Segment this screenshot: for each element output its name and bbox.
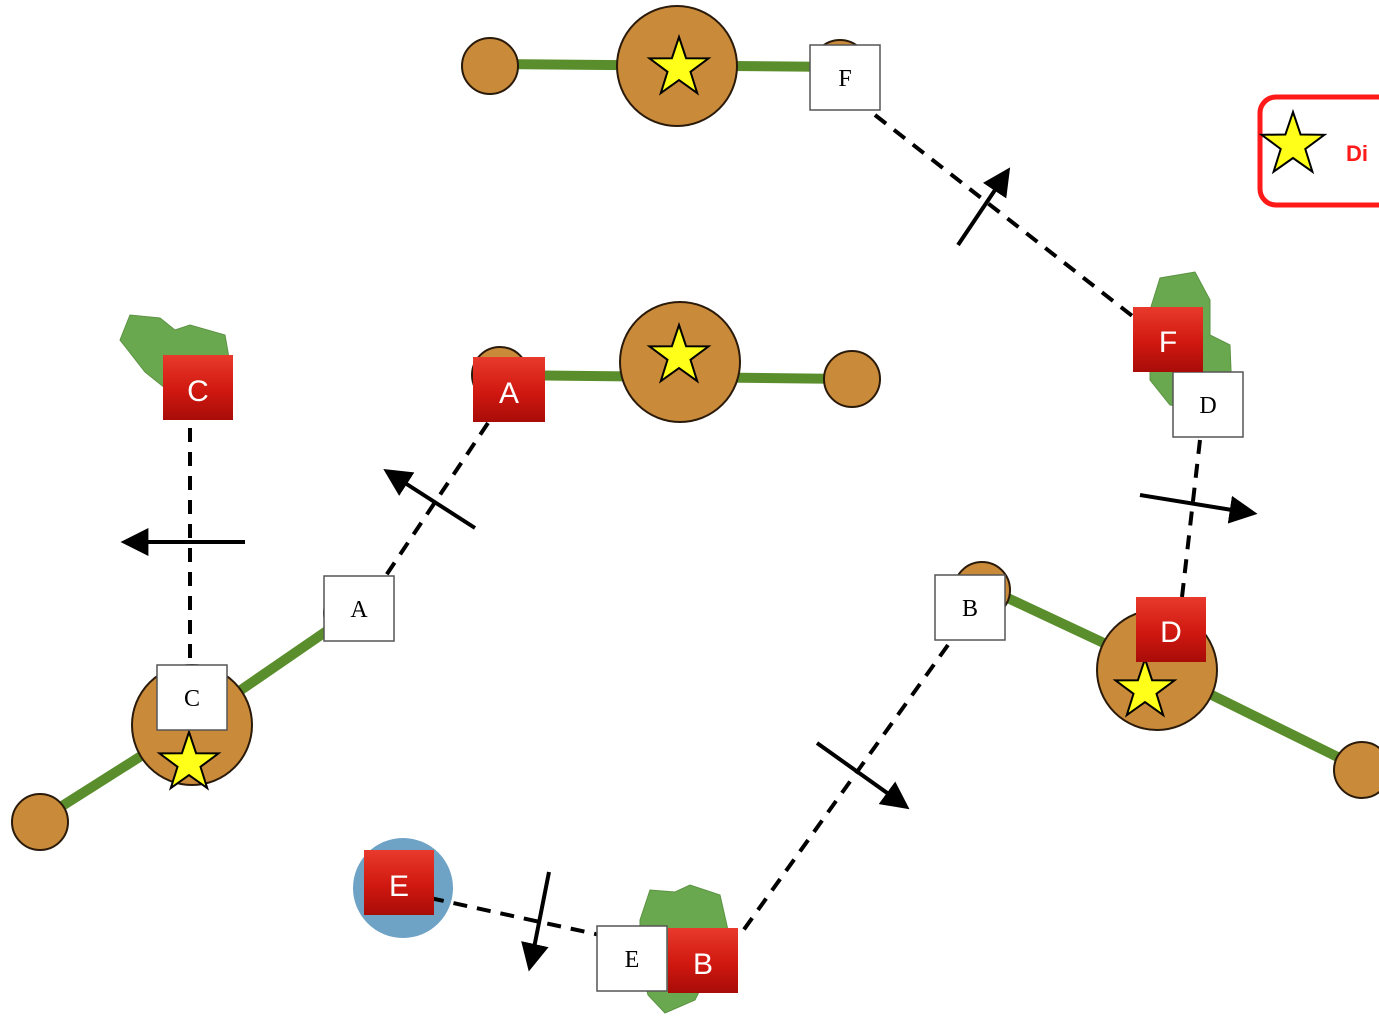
dashed-path-b <box>738 643 950 937</box>
red-marker-label: A <box>499 377 519 410</box>
white-marker-label: F <box>838 66 851 92</box>
red-marker-c[interactable]: C <box>163 355 233 420</box>
town-small <box>1333 741 1379 799</box>
white-marker-c[interactable]: C <box>156 664 228 731</box>
stars-layer <box>156 33 1178 791</box>
direction-arrow <box>383 468 415 496</box>
white-markers: F D A B C E <box>156 44 1244 992</box>
star-icon <box>1258 108 1328 175</box>
dashed-path-f <box>873 113 1142 324</box>
crossing-bar <box>815 741 892 797</box>
star-icon <box>646 321 712 384</box>
red-marker-a[interactable]: A <box>473 357 545 422</box>
star-icon <box>646 33 712 96</box>
white-marker-b[interactable]: B <box>934 574 1006 641</box>
red-marker-b[interactable]: B <box>668 928 738 993</box>
direction-arrow <box>521 941 549 972</box>
white-marker-e[interactable]: E <box>596 925 668 992</box>
town-small <box>461 37 519 95</box>
town-small <box>823 350 881 408</box>
dashed-path-e <box>429 896 601 937</box>
arrows-layer <box>120 167 1258 972</box>
red-marker-label: E <box>389 870 409 903</box>
red-marker-e[interactable]: E <box>364 850 434 915</box>
town-small <box>11 793 69 851</box>
crossing-bar <box>1139 493 1233 512</box>
white-marker-label: A <box>350 597 368 623</box>
movement-lines <box>188 113 1202 937</box>
red-marker-d[interactable]: D <box>1136 597 1206 662</box>
white-marker-label: C <box>184 686 200 712</box>
white-marker-d[interactable]: D <box>1172 371 1244 438</box>
legend-text: Di <box>1346 141 1368 166</box>
white-marker-a[interactable]: A <box>323 575 395 642</box>
dashed-path-d <box>1180 439 1202 598</box>
direction-arrow <box>1227 495 1258 524</box>
red-marker-label: C <box>187 375 209 408</box>
white-marker-f[interactable]: F <box>809 44 881 111</box>
towns-layer <box>11 5 1379 911</box>
white-marker-label: D <box>1199 393 1216 419</box>
white-marker-label: B <box>962 596 978 622</box>
red-markers: C A F D E B <box>163 307 1206 993</box>
star-icon <box>156 728 222 791</box>
dashed-path-a <box>383 421 490 579</box>
crossing-bar <box>403 481 477 530</box>
red-marker-label: B <box>693 948 713 981</box>
direction-arrow <box>878 781 910 810</box>
star-icon <box>1112 655 1178 718</box>
crossing-bar <box>956 188 997 247</box>
red-marker-label: F <box>1159 326 1177 359</box>
direction-arrow <box>982 167 1011 199</box>
legend-box: Di <box>1257 94 1379 208</box>
red-marker-label: D <box>1160 616 1182 649</box>
white-marker-label: E <box>625 947 640 973</box>
crossing-bar <box>532 871 551 949</box>
red-marker-f[interactable]: F <box>1133 307 1203 372</box>
